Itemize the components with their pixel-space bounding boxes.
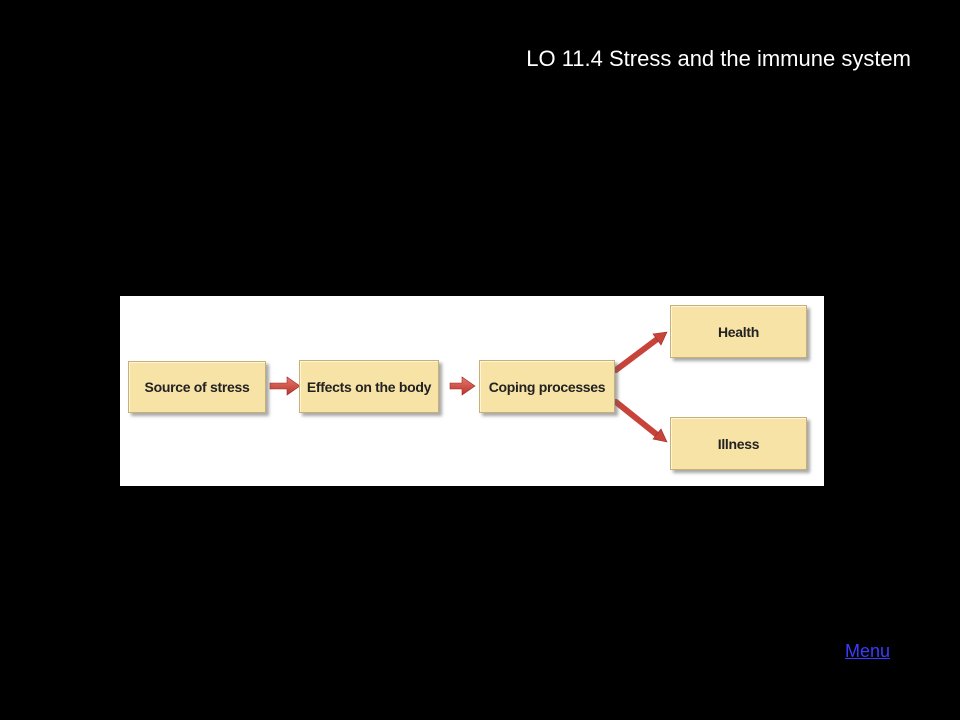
stress-flow-diagram: Source of stress Effects on the body Cop… [120, 296, 824, 486]
arrow-coping-to-illness [613, 399, 668, 443]
diagram-arrows [269, 331, 668, 443]
menu-link[interactable]: Menu [845, 641, 891, 661]
node-health: Health [670, 305, 807, 358]
arrow-coping-to-health [613, 331, 668, 373]
slide-title: LO 11.4 Stress and the immune system [526, 46, 911, 71]
arrow-effects-to-coping [449, 376, 476, 396]
node-source-of-stress: Source of stress [128, 361, 266, 413]
node-effects-on-the-body: Effects on the body [299, 360, 439, 413]
node-illness: Illness [670, 417, 807, 470]
node-coping-processes: Coping processes [479, 360, 615, 413]
arrow-source-to-effects [269, 376, 301, 396]
